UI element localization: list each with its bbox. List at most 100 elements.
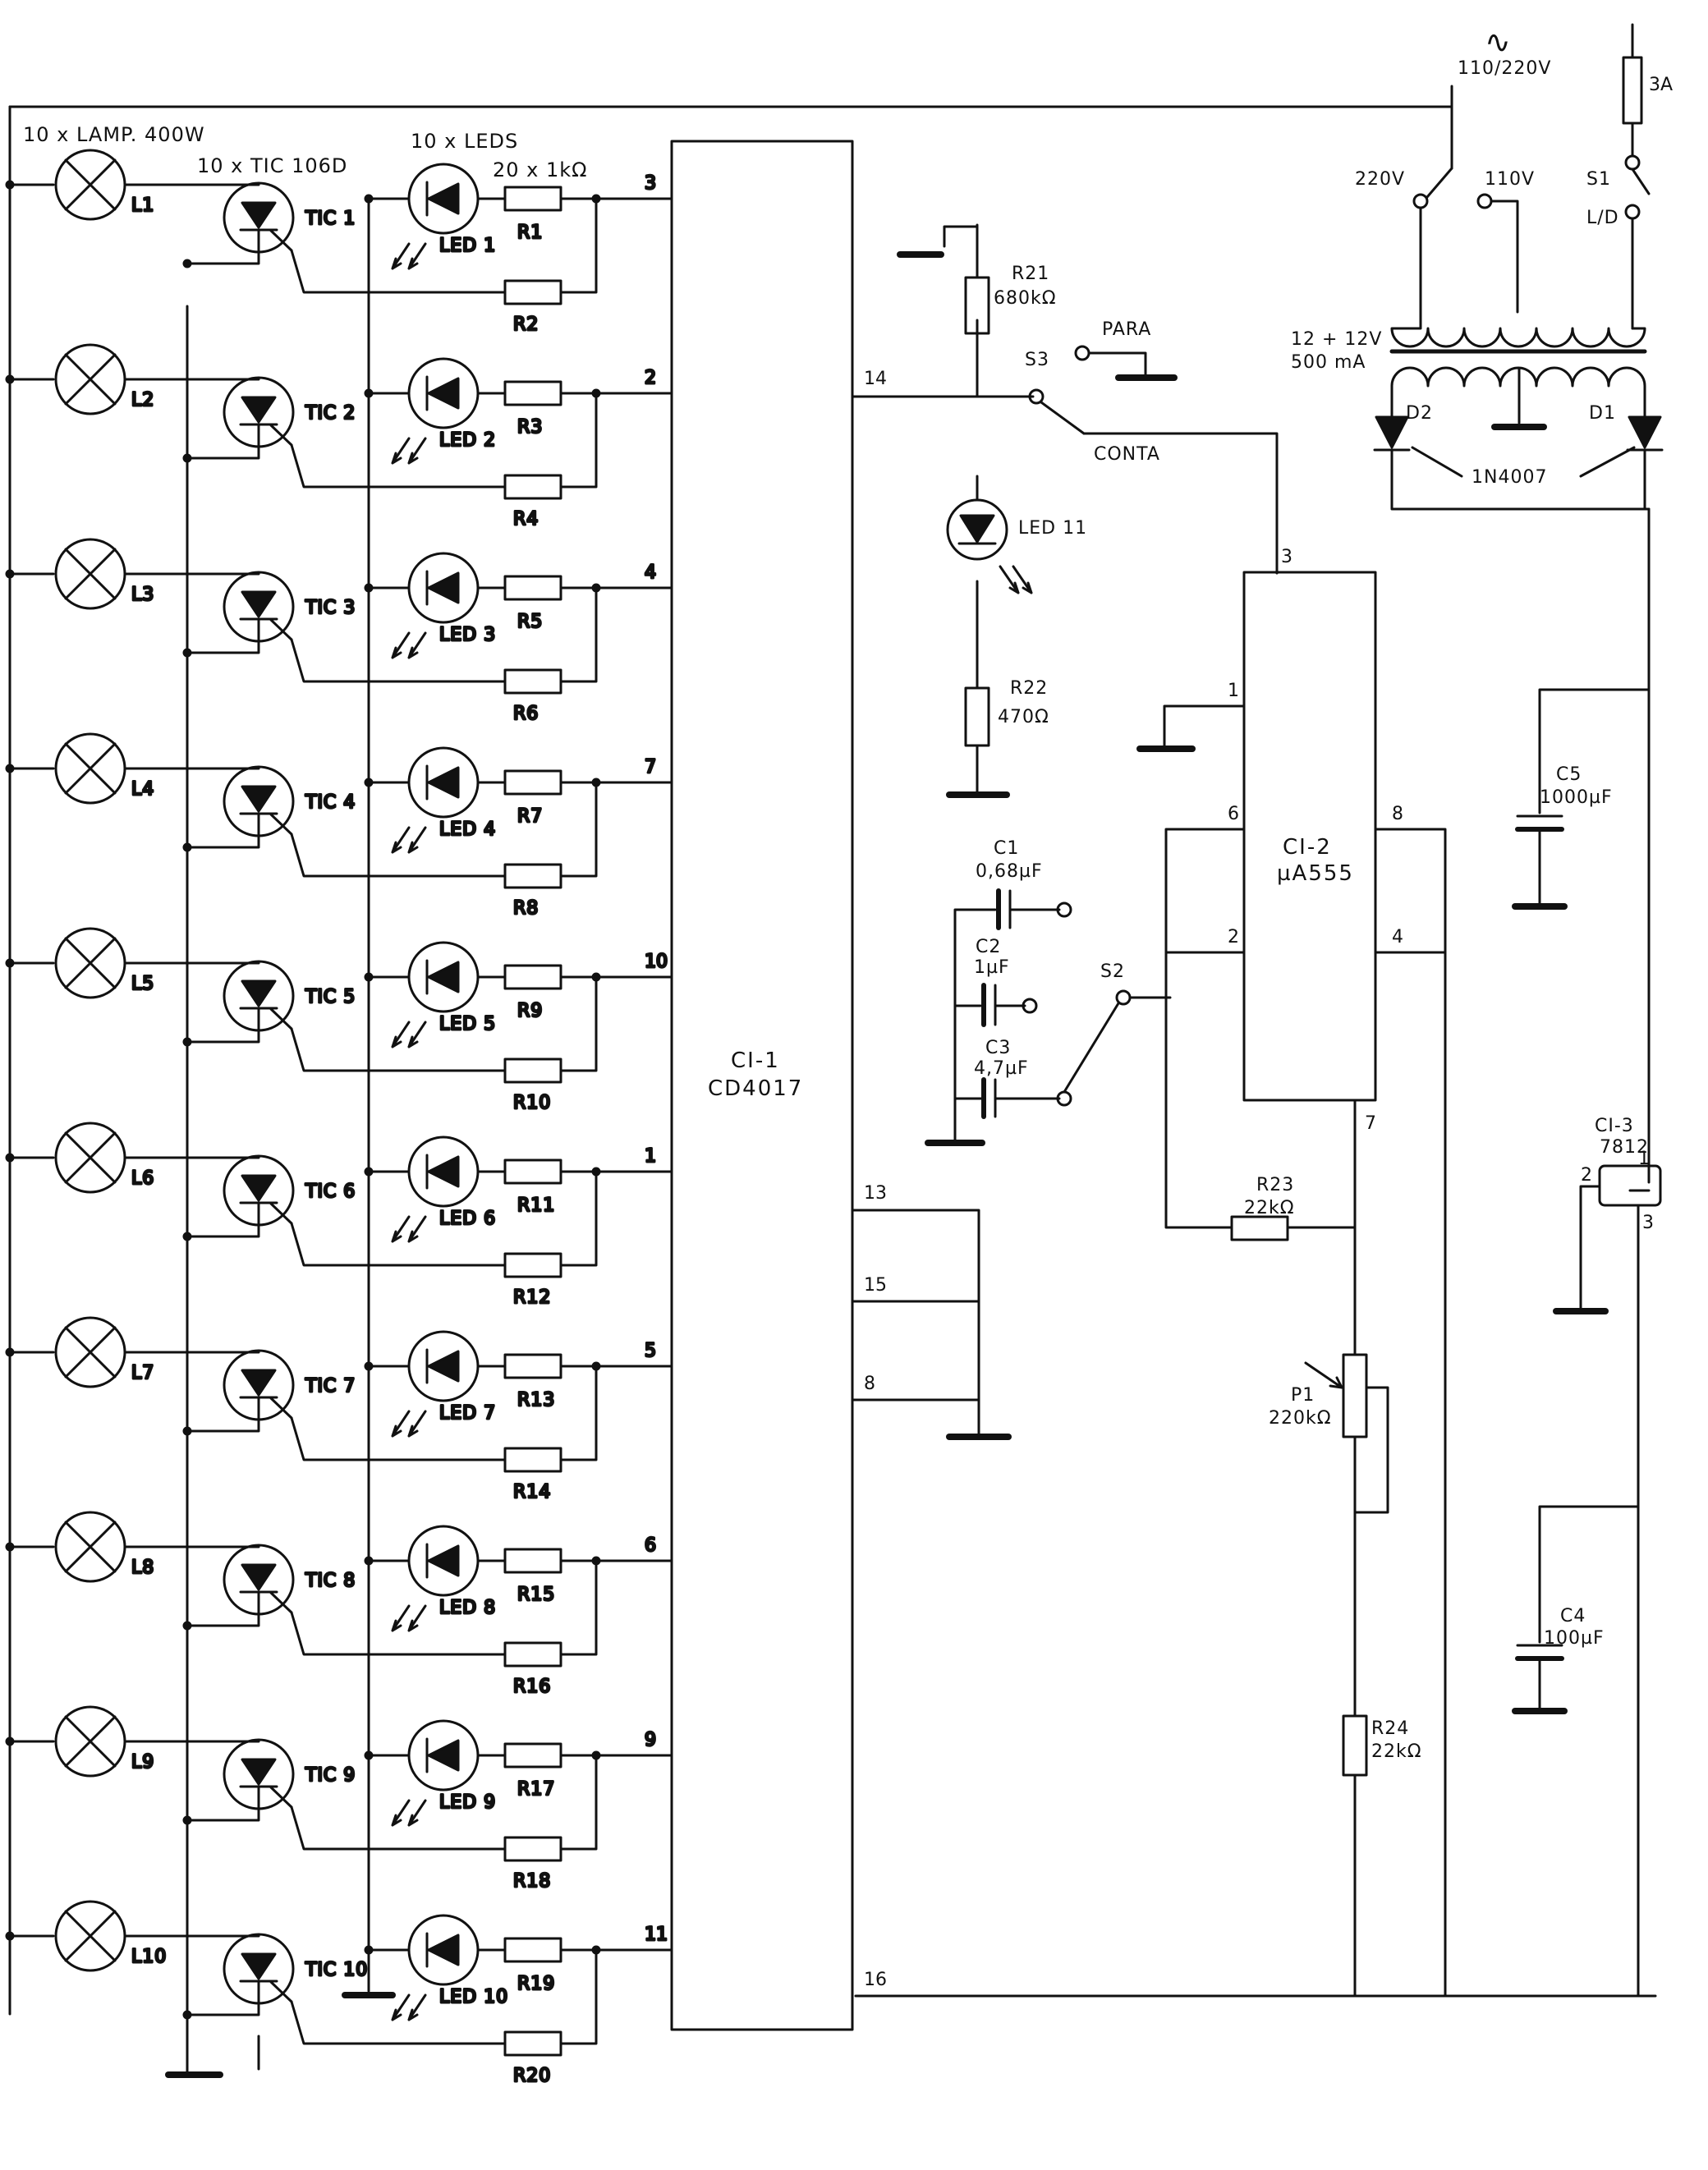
ci1-out-pin-9: 9 (645, 1730, 656, 1750)
ci2-pin1-wire (1163, 704, 1246, 750)
s2-common-contact[interactable] (1115, 989, 1132, 1006)
led-1-label: LED 1 (439, 236, 496, 256)
s1-upper-contact[interactable] (1624, 154, 1641, 171)
ci1-pin13: 13 (864, 1183, 887, 1204)
transformer-secondary (1390, 366, 1646, 424)
r-gate-6-to-node (559, 1170, 598, 1267)
lamp-4-cross (64, 742, 117, 795)
led-bus-dot-2 (364, 388, 374, 398)
led-2-arrows (391, 437, 427, 465)
tic-bus-dot-4 (182, 842, 192, 852)
r-led-1-label: R1 (517, 223, 543, 243)
s3-para-contact[interactable] (1074, 345, 1090, 361)
tic-10-cathode-wire (186, 2002, 260, 2016)
s1-lower-contact[interactable] (1624, 204, 1641, 220)
tic-4-cathode-wire (186, 834, 260, 849)
r22-value: 470Ω (998, 707, 1049, 727)
r23-body (1230, 1215, 1289, 1241)
c5-wire (1538, 688, 1651, 814)
rail-dot-2 (5, 374, 15, 384)
led-3-triangle (427, 571, 460, 604)
node-5 (591, 972, 601, 982)
sel-110-label: 110V (1485, 169, 1535, 190)
rail-dot-7 (5, 1347, 15, 1357)
ci2-body (1242, 571, 1377, 1102)
tic-1-label: TIC 1 (305, 209, 356, 229)
led-bus-dot-3 (364, 583, 374, 593)
led-2-triangle (427, 377, 460, 410)
c1-contact[interactable] (1056, 901, 1072, 918)
r-gate-4-body (503, 863, 562, 889)
s3-blade[interactable] (1040, 401, 1086, 435)
tic-3-gate-wire (290, 638, 507, 683)
ci2-pin8: 8 (1392, 804, 1403, 824)
r-led-5-label: R9 (517, 1001, 543, 1021)
ci2-pin6-pin2-wire (1164, 828, 1246, 1229)
s1-label: S1 (1586, 169, 1611, 190)
lamp-9-cross (64, 1715, 117, 1768)
led-bus-dot-10 (364, 1945, 374, 1955)
ci1-out-pin-8: 6 (645, 1535, 656, 1556)
r-gate-2-to-node (559, 392, 598, 489)
led-5-arrows (391, 1021, 427, 1048)
r-led-6-body (503, 1158, 562, 1185)
header-lamps: 10 x LAMP. 400W (23, 123, 205, 146)
led-7-arrows (391, 1410, 427, 1438)
tic-3-cathode-gate (239, 617, 293, 643)
led-8-arrows (391, 1604, 427, 1632)
r-led-2-body (503, 380, 562, 406)
rail-dot-6 (5, 1153, 15, 1163)
tic-2-triangle (241, 396, 277, 424)
r-led-8-label: R15 (517, 1585, 555, 1605)
rail-dot-9 (5, 1736, 15, 1746)
s3-common-contact[interactable] (1028, 388, 1045, 405)
r21-column-wires (943, 223, 979, 794)
led-10-triangle (427, 1934, 460, 1966)
ci2-pin3: 3 (1281, 547, 1292, 567)
c1-value: 0,68µF (976, 861, 1043, 882)
c4-wire (1538, 1505, 1640, 1644)
c2-contact[interactable] (1022, 998, 1038, 1014)
tic-6-label: TIC 6 (305, 1181, 356, 1202)
sel-220-contact[interactable] (1412, 193, 1429, 209)
s3-conta: CONTA (1094, 444, 1160, 465)
mains-voltage: 110/220V (1458, 58, 1551, 79)
tic-6-cathode-gate (239, 1201, 293, 1227)
ci1-pin15: 15 (864, 1275, 887, 1296)
ci1-out-pin-6: 1 (645, 1146, 656, 1167)
sel-110-contact[interactable] (1476, 193, 1493, 209)
r-led-8-body (503, 1548, 562, 1574)
s2-blade[interactable] (1063, 1002, 1120, 1094)
ci1-body (670, 140, 854, 2031)
s1-blade[interactable] (1631, 167, 1651, 195)
p1-name: P1 (1291, 1385, 1315, 1406)
c2-value: 1µF (974, 957, 1010, 978)
sel-voltage-blade[interactable] (1426, 167, 1453, 199)
tic-8-gate-wire (290, 1611, 507, 1656)
rail-dot-4 (5, 764, 15, 773)
led-bus-dot-9 (364, 1750, 374, 1760)
r-gate-5-to-node (559, 975, 598, 1072)
top-mains-wire (8, 85, 1453, 108)
tic-1-cathode-wire (186, 250, 260, 265)
c4-name: C4 (1560, 1606, 1586, 1626)
lamp-7-cross (64, 1326, 117, 1379)
led-2-label: LED 2 (439, 430, 496, 451)
r-gate-3-label: R6 (513, 704, 539, 724)
r-led-10-body (503, 1937, 562, 1963)
tic-9-label: TIC 9 (305, 1765, 356, 1786)
r-led-2-label: R3 (517, 417, 543, 438)
lamp-2-cross (64, 353, 117, 406)
diode-part-label: 1N4007 (1472, 467, 1547, 488)
ci2-pin4: 4 (1392, 927, 1403, 947)
node-6 (591, 1167, 601, 1177)
tic-4-cathode-gate (239, 812, 293, 837)
tic-2-cathode-gate (239, 423, 293, 448)
tic-5-triangle (241, 979, 277, 1007)
ci1-out-pin-2: 2 (645, 368, 656, 388)
led-bus-dot-1 (364, 194, 374, 204)
tic-7-cathode-gate (239, 1396, 293, 1421)
r-gate-10-label: R20 (513, 2066, 551, 2086)
rail-dot-3 (5, 569, 15, 579)
led-8-label: LED 8 (439, 1598, 496, 1618)
